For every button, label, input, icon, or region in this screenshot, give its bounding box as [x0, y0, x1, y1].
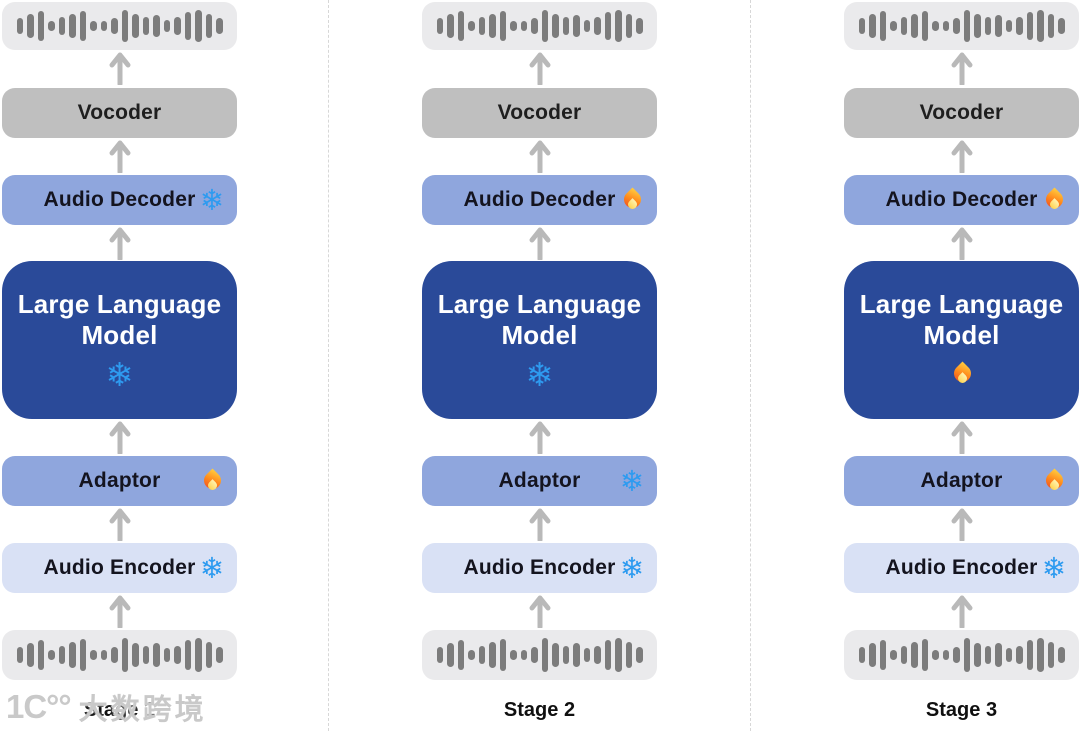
llm-label: Large Language Model [17, 288, 222, 350]
up-arrow-icon [2, 227, 237, 260]
stage-3-label: Stage 3 [925, 699, 998, 721]
audio-waveform-icon [844, 630, 1079, 680]
audio-encoder-box: Audio Encoder ❄ [844, 543, 1079, 593]
audio-output-waveform-box [844, 2, 1079, 50]
snowflake-icon: ❄ [525, 354, 554, 394]
adaptor-box: Adaptor ❄ [844, 456, 1079, 506]
audio-input-waveform-box [2, 630, 237, 680]
audio-decoder-box: Audio Decoder ❄ [2, 175, 237, 225]
llm-label: Large Language Model [859, 288, 1064, 350]
snowflake-icon: ❄ [619, 463, 645, 498]
fire-icon: ❄ [1039, 185, 1069, 215]
snowflake-icon: ❄ [199, 550, 225, 585]
audio-input-waveform-box [422, 630, 657, 680]
stage-3-column: Vocoder Audio Decoder ❄ Large Language M… [844, 0, 1079, 731]
adaptor-label: Adaptor [920, 469, 1003, 492]
vocoder-box: Vocoder [2, 88, 237, 138]
vocoder-label: Vocoder [919, 101, 1004, 124]
large-language-model-box: Large Language Model ❄ [2, 261, 237, 419]
up-arrow-icon [422, 421, 657, 454]
up-arrow-icon [2, 140, 237, 173]
up-arrow-icon [2, 508, 237, 541]
up-arrow-icon [844, 52, 1079, 85]
snowflake-icon: ❄ [105, 354, 134, 394]
vocoder-box: Vocoder [422, 88, 657, 138]
up-arrow-icon [844, 227, 1079, 260]
audio-encoder-box: Audio Encoder ❄ [2, 543, 237, 593]
audio-input-waveform-box [844, 630, 1079, 680]
audio-waveform-icon [422, 2, 657, 50]
snowflake-icon: ❄ [1041, 550, 1067, 585]
up-arrow-icon [422, 595, 657, 628]
up-arrow-icon [422, 508, 657, 541]
up-arrow-icon [844, 595, 1079, 628]
up-arrow-icon [2, 595, 237, 628]
adaptor-box: Adaptor ❄ [422, 456, 657, 506]
vocoder-label: Vocoder [77, 101, 162, 124]
stage-divider [750, 0, 751, 731]
audio-decoder-label: Audio Decoder [885, 188, 1038, 211]
up-arrow-icon [844, 140, 1079, 173]
up-arrow-icon [2, 421, 237, 454]
audio-waveform-icon [422, 630, 657, 680]
up-arrow-icon [844, 508, 1079, 541]
snowflake-icon: ❄ [619, 550, 645, 585]
audio-decoder-box: Audio Decoder ❄ [844, 175, 1079, 225]
audio-encoder-box: Audio Encoder ❄ [422, 543, 657, 593]
audio-output-waveform-box [422, 2, 657, 50]
audio-waveform-icon [2, 630, 237, 680]
up-arrow-icon [422, 140, 657, 173]
up-arrow-icon [2, 52, 237, 85]
fire-icon: ❄ [617, 185, 647, 215]
audio-encoder-label: Audio Encoder [885, 556, 1038, 579]
audio-decoder-box: Audio Decoder ❄ [422, 175, 657, 225]
adaptor-box: Adaptor ❄ [2, 456, 237, 506]
stage-divider [328, 0, 329, 731]
large-language-model-box: Large Language Model ❄ [422, 261, 657, 419]
up-arrow-icon [422, 52, 657, 85]
fire-icon: ❄ [945, 357, 979, 391]
snowflake-icon: ❄ [199, 182, 225, 217]
audio-output-waveform-box [2, 2, 237, 50]
stage-1-column: Vocoder Audio Decoder ❄ Large Language M… [2, 0, 237, 731]
vocoder-label: Vocoder [497, 101, 582, 124]
stage-2-column: Vocoder Audio Decoder ❄ Large Language M… [422, 0, 657, 731]
audio-decoder-label: Audio Decoder [43, 188, 196, 211]
audio-waveform-icon [2, 2, 237, 50]
fire-icon: ❄ [1039, 466, 1069, 496]
fire-icon: ❄ [197, 466, 227, 496]
stage-1-label: Stage 1 [83, 699, 156, 721]
up-arrow-icon [422, 227, 657, 260]
stage-2-label: Stage 2 [503, 699, 576, 721]
audio-decoder-label: Audio Decoder [463, 188, 616, 211]
audio-encoder-label: Audio Encoder [43, 556, 196, 579]
audio-waveform-icon [844, 2, 1079, 50]
adaptor-label: Adaptor [498, 469, 581, 492]
audio-encoder-label: Audio Encoder [463, 556, 616, 579]
vocoder-box: Vocoder [844, 88, 1079, 138]
adaptor-label: Adaptor [78, 469, 161, 492]
llm-label: Large Language Model [437, 288, 642, 350]
large-language-model-box: Large Language Model ❄ [844, 261, 1079, 419]
up-arrow-icon [844, 421, 1079, 454]
